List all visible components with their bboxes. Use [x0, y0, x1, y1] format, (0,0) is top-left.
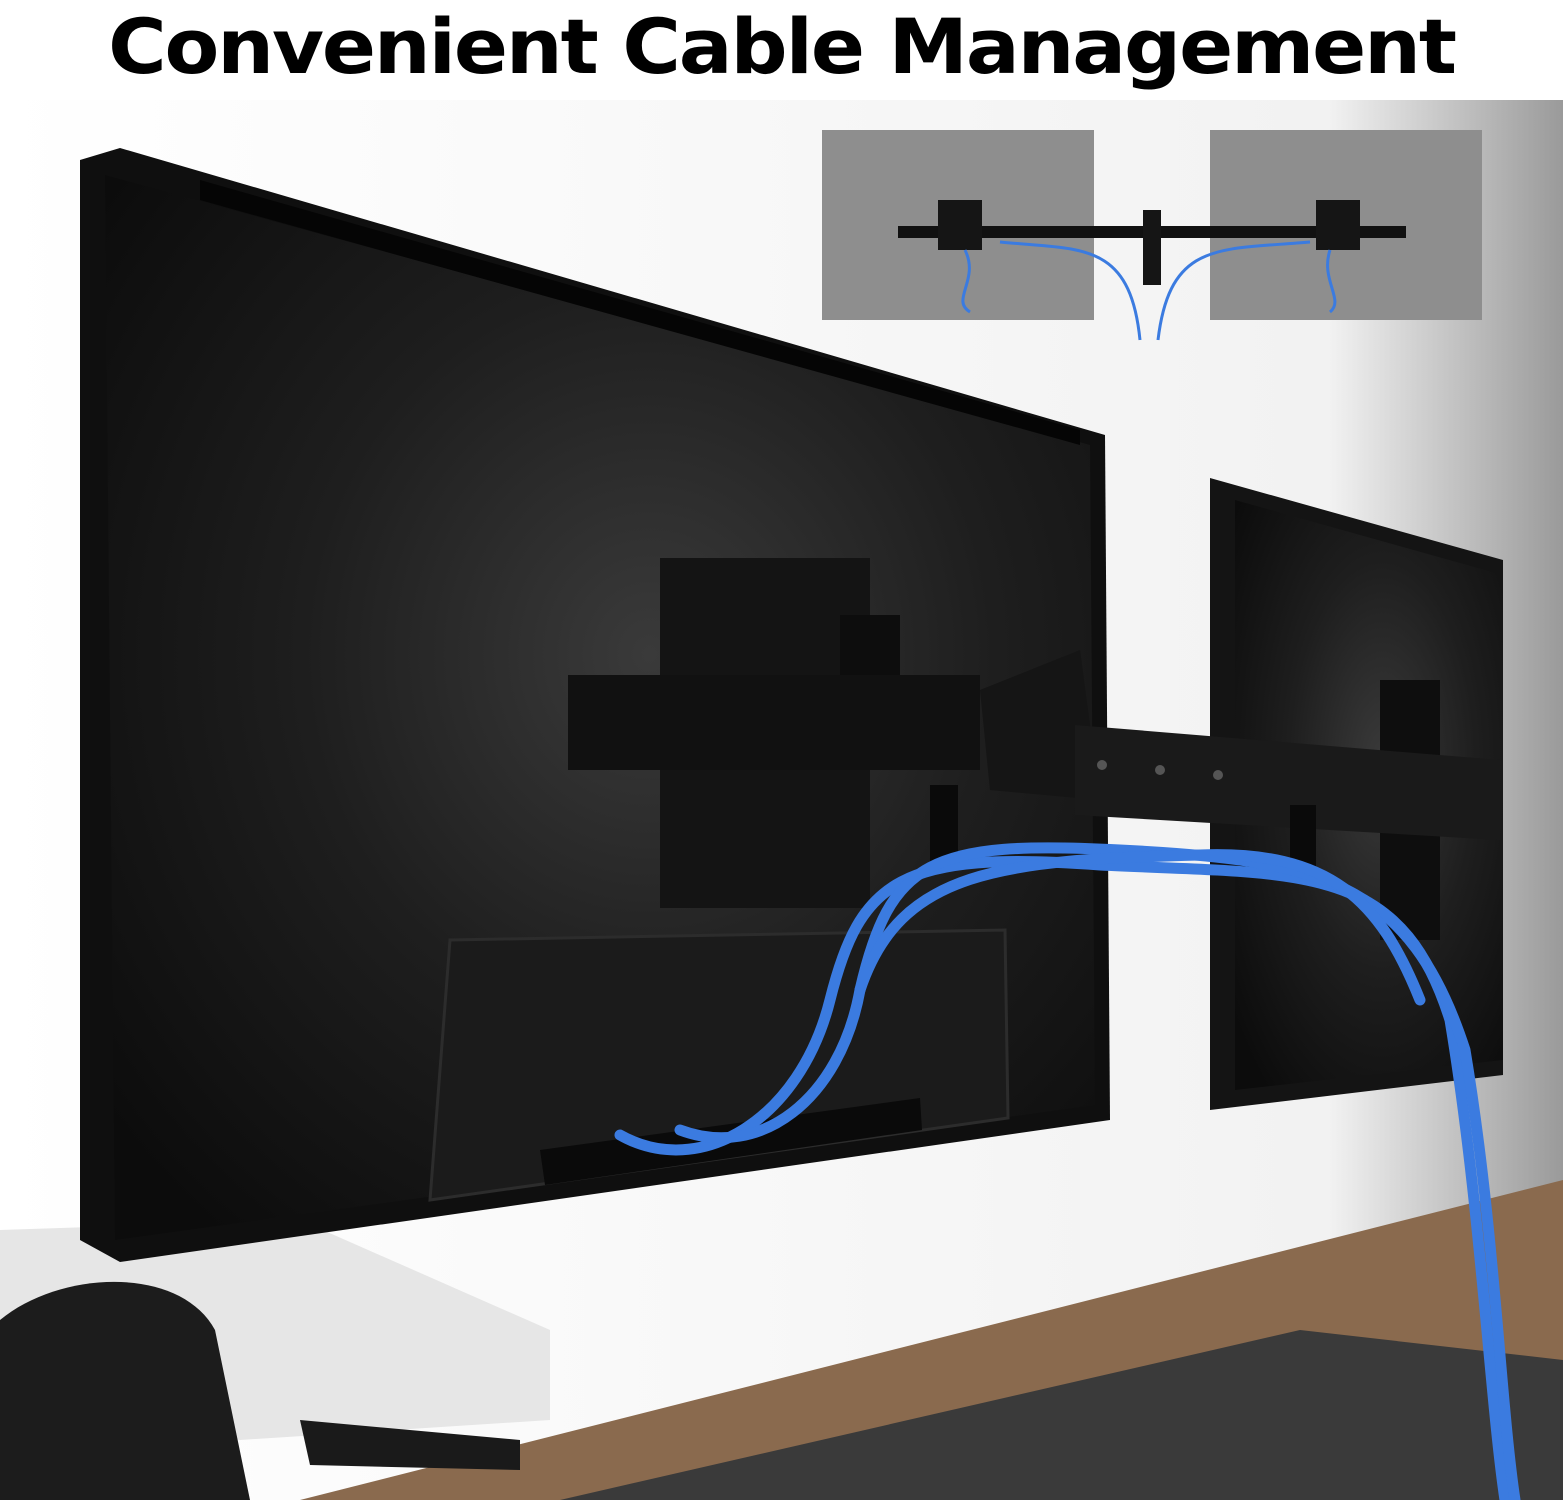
desk-mat: [560, 1330, 1563, 1500]
blue-cables: [614, 842, 1521, 1500]
monitor-arm: [568, 615, 1500, 875]
office-chair: [0, 1281, 520, 1500]
inset-diagram: [822, 130, 1482, 341]
page-title: Convenient Cable Management: [108, 2, 1457, 91]
